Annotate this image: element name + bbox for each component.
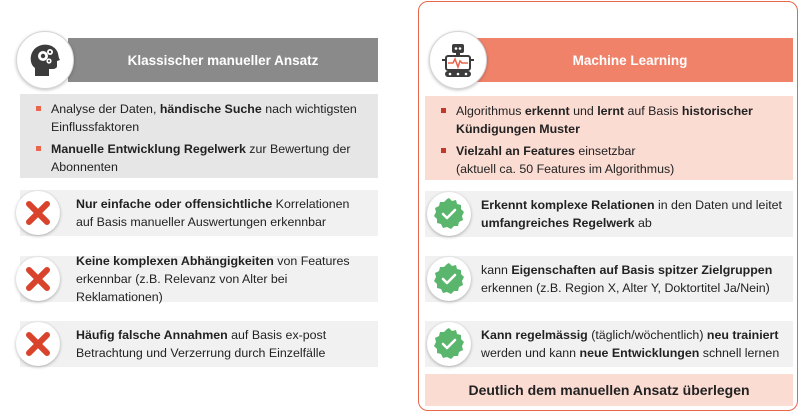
list-item: Algorithmus erkennt und lernt auf Basis … [441,102,781,138]
machine-learning-header: Machine Learning [467,38,793,82]
conclusion-text: Deutlich dem manuellen Ansatz überlegen [468,382,750,398]
cross-icon [26,267,50,291]
robot-icon-circle [429,31,487,89]
bullet-square-icon [441,148,446,153]
cross-icon-circle [16,257,60,301]
list-item: Manuelle Entwicklung Regelwerk zur Bewer… [36,140,366,176]
check-badge-icon-circle [427,192,471,236]
machine-learning-column: Machine Learning Algorithmus erkennt und… [418,1,798,411]
check-badge-icon [434,198,464,229]
machine-learning-advantage-row: kann Eigenschaften auf Basis spitzer Zie… [425,256,793,302]
list-item: Vielzahl an Features einsetzbar(aktuell … [441,142,781,178]
machine-learning-advantage-row: Erkennt komplexe Relationen in den Daten… [425,191,793,237]
manual-approach-title: Klassischer manueller Ansatz [127,52,319,68]
bullet-square-icon [441,108,446,113]
robot-icon [442,44,474,77]
conclusion-banner: Deutlich dem manuellen Ansatz überlegen [425,374,793,406]
manual-approach-header: Klassischer manueller Ansatz [68,38,378,82]
machine-learning-advantage-row: Kann regelmässig (täglich/wöchentlich) n… [425,321,793,367]
manual-limitation-row: Nur einfache oder offensichtliche Korrel… [20,190,378,236]
head-gears-icon [30,44,60,76]
machine-learning-description: Algorithmus erkennt und lernt auf Basis … [425,96,793,180]
list-item: Analyse der Daten, händische Suche nach … [36,100,366,136]
manual-approach-column: Klassischer manueller Ansatz Analyse der… [0,0,382,412]
bullet-square-icon [36,146,41,151]
manual-limitation-row: Häufig falsche Annahmen auf Basis ex-pos… [20,321,378,367]
cross-icon [26,332,50,356]
bullet-square-icon [36,106,41,111]
manual-approach-description: Analyse der Daten, händische Suche nach … [20,94,378,178]
machine-learning-title: Machine Learning [572,52,688,68]
check-badge-icon [434,328,464,359]
manual-limitation-row: Keine komplexen Abhängigkeiten von Featu… [20,254,378,304]
cross-icon [26,201,50,225]
check-badge-icon-circle [427,257,471,301]
check-badge-icon [434,263,464,294]
head-gears-icon-circle [16,31,74,89]
check-badge-icon-circle [427,322,471,366]
cross-icon-circle [16,191,60,235]
cross-icon-circle [16,322,60,366]
